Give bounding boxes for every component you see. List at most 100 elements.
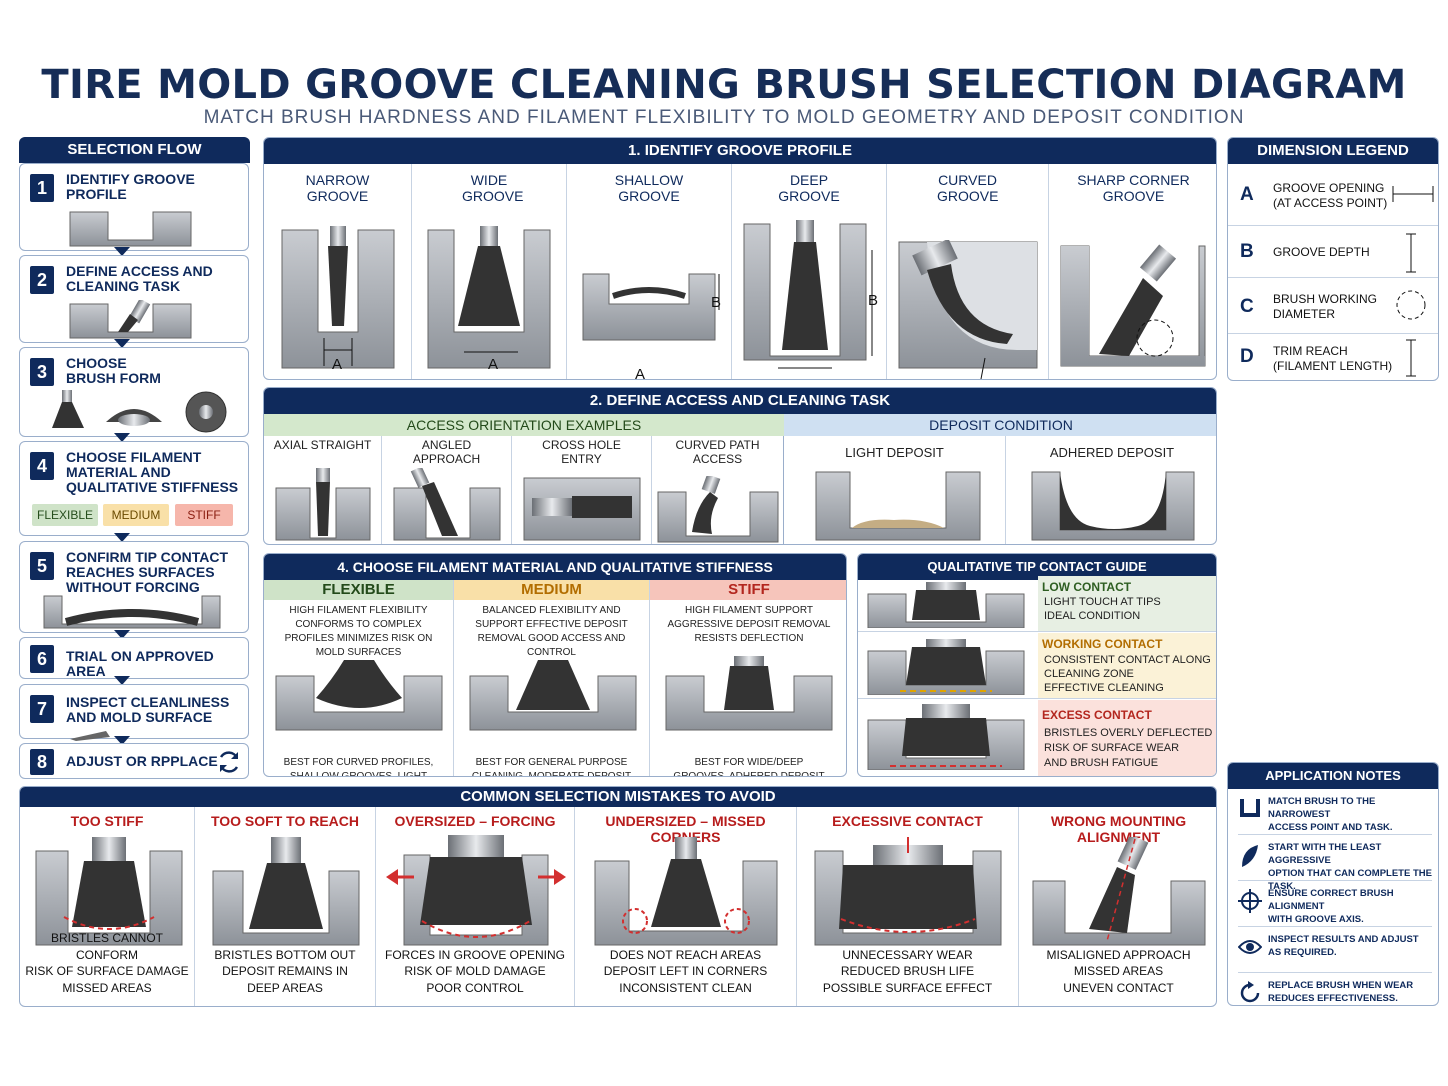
flow-step-8: 8 ADJUST OR RPPLACE [19,743,249,779]
mistake-wrong-alignment: WRONG MOUNTING ALIGNMENT MISALIGNED APPR… [1019,807,1216,1006]
angled-figure [393,468,501,541]
step-number: 5 [30,552,54,580]
orient-label: CURVED PATH ACCESS [675,438,760,466]
curved-path-figure [657,476,779,543]
legend-text: BRUSH WORKING DIAMETER [1273,292,1378,321]
filament-desc: BALANCED FLEXIBILITY AND SUPPORT EFFECTI… [475,605,628,658]
profile-curved: CURVED GROOVE [887,164,1049,379]
magnifier-icon [70,731,110,741]
legend-row-d: D TRIM REACH (FILAMENT LENGTH) [1228,334,1438,380]
profile-label: CURVED GROOVE [937,172,999,204]
filament-panel: 4. CHOOSE FILAMENT MATERIAL AND QUALITAT… [263,553,847,777]
deposit-label: LIGHT DEPOSIT [845,445,944,460]
groove-icon [1240,799,1260,817]
refresh-icon [219,751,239,773]
narrow-groove-figure [281,226,395,369]
contact-line: CONSISTENT CONTACT ALONG [1044,654,1211,666]
filament-name: STIFF [650,580,846,600]
flow-arrow-icon [114,736,130,745]
mistake-title: TOO STIFF [70,813,144,829]
too-soft-figure [212,837,360,946]
undersized-figure [594,837,778,946]
filament-medium: MEDIUM BALANCED FLEXIBILITY AND SUPPORT … [454,580,650,776]
legend-letter: A [1240,184,1254,205]
mistake-oversized: OVERSIZED – FORCING FORCES IN GROOVE OPE… [376,807,575,1006]
medium-brush-figure [469,660,637,731]
profile-label: DEEP GROOVE [778,172,840,204]
legend-letter: D [1240,346,1254,367]
legend-row-a: A GROOVE OPENING (AT ACCESS POINT) [1228,164,1438,226]
profile-label: SHALLOW GROOVE [614,172,684,204]
profile-wide: WIDE GROOVE A [412,164,567,379]
low-contact-figure [867,582,1025,628]
adhered-deposit-figure [1031,471,1195,541]
brush-form-icons [52,390,227,433]
flow-arrow-icon [114,533,130,542]
filament-best: BEST FOR WIDE/DEEP GROOVES, ADHERED DEPO… [673,757,825,777]
deposit-header: DEPOSIT CONDITION [784,414,1216,436]
contact-line: EFFECTIVE CLEANING [1044,682,1164,694]
flow-arrow-icon [114,630,130,639]
orient-curved-path: CURVED PATH ACCESS [652,436,784,544]
profile-label: WIDE GROOVE [462,172,524,204]
profile-label: NARROW GROOVE [305,172,370,204]
step-number: 7 [30,695,54,723]
working-contact-figure [867,639,1025,695]
legend-letter: C [1240,296,1254,317]
flow-step-3: 3 CHOOSE BRUSH FORM [19,347,249,437]
access-task-panel: 2. DEFINE ACCESS AND CLEANING TASK ACCES… [263,387,1217,545]
access-task-header: 2. DEFINE ACCESS AND CLEANING TASK [264,388,1216,414]
filament-name: MEDIUM [454,580,649,600]
tag-flexible: FLEXIBLE [32,504,98,526]
dimension-legend-panel: DIMENSION LEGEND A GROOVE OPENING (AT AC… [1227,137,1439,381]
filament-stiff: STIFF HIGH FILAMENT SUPPORT AGGRESSIVE D… [650,580,846,777]
dimension-a-mark: A [332,356,343,373]
tag-medium: MEDIUM [103,504,169,526]
step-label: DEFINE ACCESS AND CLEANING TASK [66,263,213,294]
wrong-alignment-figure [1032,837,1206,946]
filament-header: 4. CHOOSE FILAMENT MATERIAL AND QUALITAT… [264,554,846,580]
mistake-title: TOO SOFT TO REACH [210,813,360,829]
axial-figure [275,468,371,541]
cross-hole-figure [523,477,641,541]
filament-desc: HIGH FILAMENT SUPPORT AGGRESSIVE DEPOSIT… [667,605,831,644]
flow-step-2: 2 DEFINE ACCESS AND CLEANING TASK [19,255,249,343]
flow-arrow-icon [114,433,130,442]
dimension-a-mark: A [488,356,499,373]
legend-row-c: C BRUSH WORKING DIAMETER [1228,278,1438,334]
selection-flow-header-panel: SELECTION FLOW [19,137,250,163]
mistakes-header: COMMON SELECTION MISTAKES TO AVOID [20,787,1216,807]
contact-row-working: WORKING CONTACT CONSISTENT CONTACT ALONG… [858,633,1216,699]
orient-label: CROSS HOLE ENTRY [542,438,621,466]
profile-sharp-corner: SHARP CORNER GROOVE [1049,164,1216,379]
step-number: 8 [30,749,54,775]
shallow-groove-figure [582,273,720,341]
dimension-a-mark: A [635,366,646,380]
light-deposit-figure [815,471,981,541]
step-label: CONFIRM TIP CONTACT REACHES SURFACES WIT… [66,549,229,595]
contact-title: EXCESS CONTACT [1042,708,1152,722]
step-label: CHOOSE FILAMENT MATERIAL AND QUALITATIVE… [66,449,239,495]
eye-icon [1238,940,1262,954]
reach-arrow-icon [1406,339,1416,377]
contact-line: LIGHT TOUCH AT TIPS [1044,596,1161,608]
mistakes-panel: COMMON SELECTION MISTAKES TO AVOID TOO S… [19,786,1217,1007]
application-notes-panel: APPLICATION NOTES MATCH BRUSH TO THE NAR… [1227,762,1439,1006]
orient-axial: AXIAL STRAIGHT [264,436,382,544]
mistake-title: OVERSIZED – FORCING [394,813,556,829]
orient-label: AXIAL STRAIGHT [273,438,372,452]
groove-profile-icon [69,211,192,247]
tag-stiff: STIFF [175,504,233,526]
width-arrow-icon [1392,186,1434,202]
filament-desc: HIGH FILAMENT FLEXIBILITY CONFORMS TO CO… [284,605,433,658]
dimension-b-mark: B [711,294,722,311]
